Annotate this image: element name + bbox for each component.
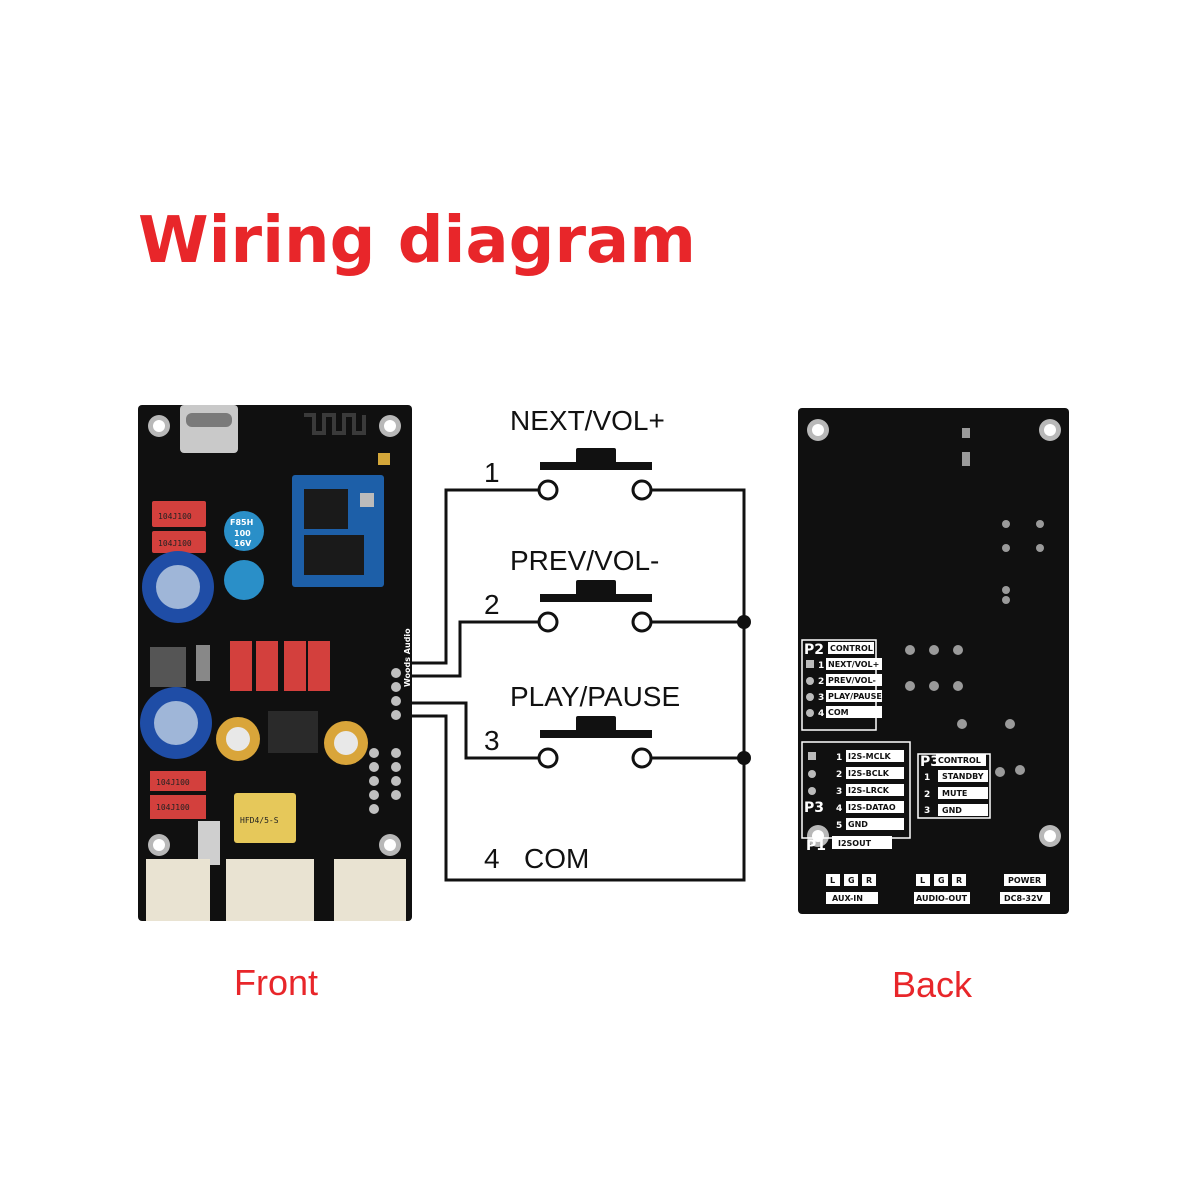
button-label-2: PREV/VOL-	[510, 545, 659, 576]
svg-text:G: G	[848, 876, 855, 885]
svg-text:I2S-LRCK: I2S-LRCK	[848, 786, 890, 795]
wire-number-2: 2	[484, 589, 500, 620]
junction-dot-3	[737, 751, 751, 765]
com-label: COM	[524, 843, 589, 874]
wire-number-3: 3	[484, 725, 500, 756]
svg-text:CONTROL: CONTROL	[938, 756, 981, 765]
wire-4-com	[410, 488, 746, 882]
svg-text:I2S-MCLK: I2S-MCLK	[848, 752, 892, 761]
svg-text:POWER: POWER	[1008, 876, 1041, 885]
svg-text:AUDIO-OUT: AUDIO-OUT	[916, 894, 968, 903]
svg-text:104J100: 104J100	[156, 803, 190, 812]
svg-text:104J100: 104J100	[158, 512, 192, 521]
svg-text:GND: GND	[848, 820, 868, 829]
svg-text:HFD4/5-S: HFD4/5-S	[240, 816, 279, 825]
svg-text:104J100: 104J100	[156, 778, 190, 787]
svg-text:G: G	[938, 876, 945, 885]
svg-text:STANDBY: STANDBY	[942, 772, 984, 781]
svg-text:1: 1	[836, 753, 842, 763]
svg-text:1: 1	[924, 773, 930, 783]
svg-text:COM: COM	[828, 708, 849, 717]
svg-text:Woods Audio: Woods Audio	[403, 628, 412, 687]
svg-text:L: L	[920, 876, 925, 885]
svg-text:MUTE: MUTE	[942, 789, 967, 798]
junction-dot-2	[737, 615, 751, 629]
svg-text:R: R	[956, 876, 962, 885]
button-label-3: PLAY/PAUSE	[510, 681, 680, 712]
push-button-1	[537, 448, 653, 501]
svg-text:104J100: 104J100	[158, 539, 192, 548]
svg-text:PREV/VOL-: PREV/VOL-	[828, 676, 876, 685]
svg-text:I2S-DATAO: I2S-DATAO	[848, 803, 896, 812]
wire-number-1: 1	[484, 457, 500, 488]
svg-text:16V: 16V	[234, 539, 252, 548]
svg-text:4: 4	[818, 709, 824, 719]
front-caption: Front	[234, 962, 319, 1003]
front-board-art: 104J100 104J100 F85H 100 16V 104J100 104…	[140, 405, 412, 921]
svg-text:P3: P3	[804, 800, 824, 816]
svg-text:F85H: F85H	[230, 518, 253, 527]
svg-text:1: 1	[818, 661, 824, 671]
svg-text:CONTROL: CONTROL	[830, 644, 873, 653]
svg-text:P2: P2	[804, 642, 824, 658]
front-board-photo: 104J100 104J100 F85H 100 16V 104J100 104…	[138, 405, 412, 921]
svg-text:3: 3	[818, 693, 824, 703]
wire-1	[410, 488, 538, 665]
push-button-3	[537, 716, 653, 769]
diagram-title: Wiring diagram	[138, 204, 696, 278]
svg-text:P3: P3	[920, 754, 940, 770]
back-board-photo: P2 CONTROL 1 NEXT/VOL+ 2 PREV/VOL- 3 PLA…	[798, 408, 1069, 914]
svg-text:4: 4	[836, 804, 842, 814]
wire-3	[410, 701, 538, 760]
svg-text:I2S-BCLK: I2S-BCLK	[848, 769, 890, 778]
svg-text:2: 2	[818, 677, 824, 687]
svg-text:NEXT/VOL+: NEXT/VOL+	[828, 660, 879, 669]
svg-text:2: 2	[924, 790, 930, 800]
svg-text:R: R	[866, 876, 872, 885]
svg-text:I2SOUT: I2SOUT	[838, 839, 872, 848]
svg-text:DC8-32V: DC8-32V	[1004, 894, 1044, 903]
back-caption: Back	[892, 964, 973, 1005]
back-board-art: P2 CONTROL 1 NEXT/VOL+ 2 PREV/VOL- 3 PLA…	[801, 419, 1061, 904]
svg-text:5: 5	[836, 821, 842, 831]
svg-text:100: 100	[234, 529, 251, 538]
button-label-1: NEXT/VOL+	[510, 405, 665, 436]
wire-2	[410, 620, 538, 678]
svg-text:L: L	[830, 876, 835, 885]
svg-text:2: 2	[836, 770, 842, 780]
svg-text:AUX-IN: AUX-IN	[832, 894, 863, 903]
wire-number-4: 4	[484, 843, 500, 874]
svg-text:PLAY/PAUSE: PLAY/PAUSE	[828, 692, 882, 701]
svg-text:3: 3	[924, 806, 930, 816]
svg-text:3: 3	[836, 787, 842, 797]
svg-text:P1: P1	[806, 838, 826, 854]
push-button-2	[537, 580, 653, 633]
svg-text:GND: GND	[942, 806, 962, 815]
